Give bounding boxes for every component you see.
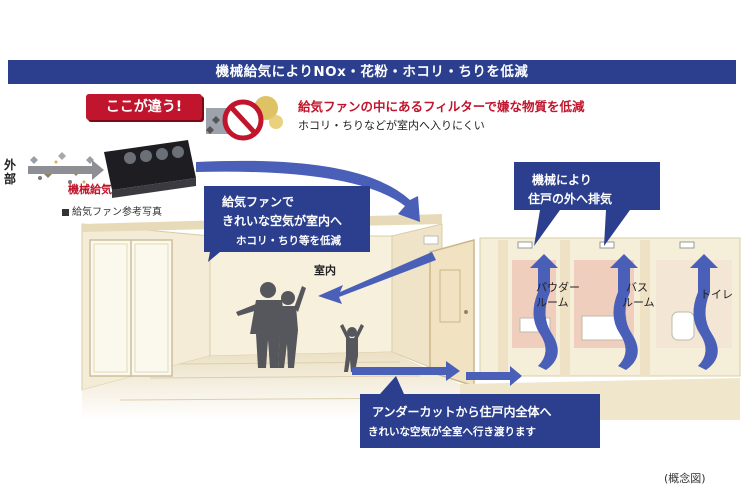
callout-undercut [360,376,600,448]
filter-headline: 給気ファンの中にあるフィルターで嫌な物質を低減 [298,99,585,114]
toilet-label: トイレ [700,288,733,301]
airflow-arrows [196,160,718,386]
filter-subline: ホコリ・ちりなどが室内へ入りにくい [298,119,485,132]
supply-callout-line3: ホコリ・ちり等を低減 [236,235,341,247]
supply-fan-unit [104,140,196,198]
outside-label: 外部 [4,158,17,186]
room-label: 室内 [314,264,336,277]
callout-supply [204,186,370,262]
caption-marker [62,208,69,216]
exhaust-callout-line2: 住戸の外へ排気 [528,192,613,206]
title-banner: 機械給気によりNOx・花粉・ホコリ・ちりを低減 [8,60,736,84]
callout-exhaust [514,162,660,246]
bath-room-label-line2: ルーム [622,296,655,309]
mechanical-supply-label: 機械給気 [68,183,112,196]
undercut-callout-line2: きれいな空気が全室へ行き渡ります [368,426,536,438]
fan-photo-caption-text: 給気ファン参考写真 [72,207,162,218]
bath-room-label: バス ルーム [622,280,655,310]
supply-callout-line2: きれいな空気が室内へ [222,214,343,228]
powder-room-label-line1: パウダー [536,281,580,294]
fan-photo-caption: 給気ファン参考写真 [62,203,162,218]
exhaust-callout-line1: 機械により [532,173,592,187]
concept-note: (概念図) [664,472,706,485]
family-silhouette [236,282,364,372]
undercut-callout-line1: アンダーカットから住戸内全体へ [372,405,552,419]
bath-room-label-line1: バス [626,281,648,294]
intake-arrow [28,160,104,180]
door [429,239,475,388]
no-dust-icon [206,96,283,141]
supply-callout-line1: 給気ファンで [222,195,295,209]
powder-room-label: パウダー ルーム [536,280,580,310]
powder-room-label-line2: ルーム [536,296,569,309]
highlight-badge: ここが違う! [86,94,202,120]
